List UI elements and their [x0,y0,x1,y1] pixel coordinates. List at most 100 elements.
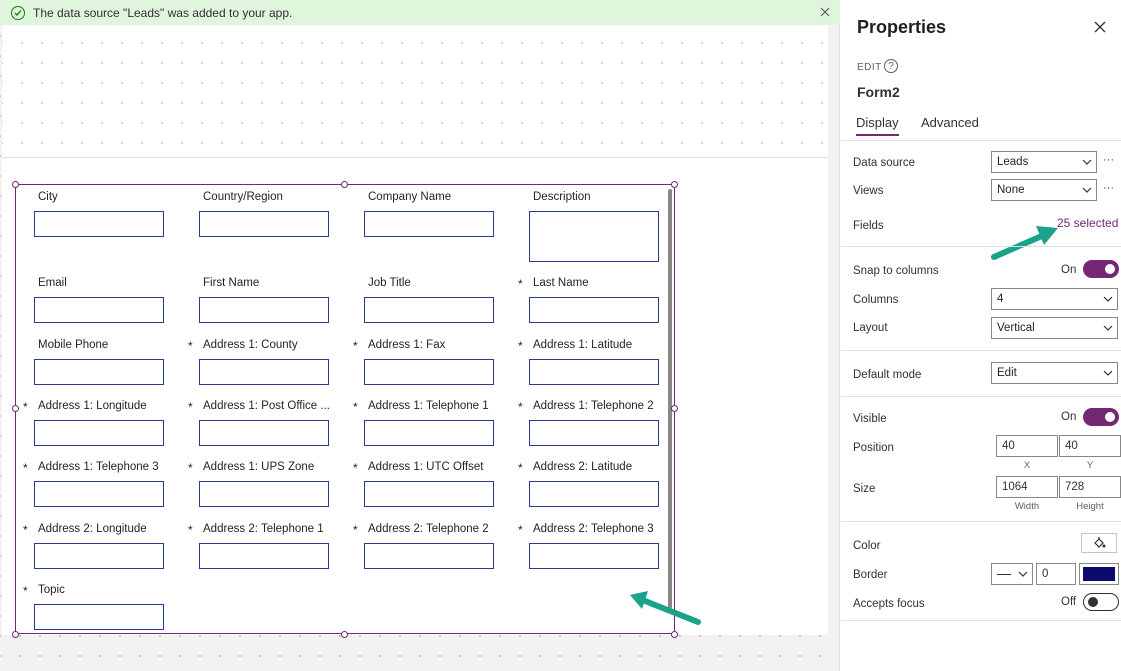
data-source-value: Leads [997,156,1029,168]
resize-handle-bottom-left[interactable] [12,631,19,638]
border-style-dropdown[interactable] [991,563,1033,585]
views-label: Views [853,185,884,197]
required-marker: * [23,461,28,475]
divider [841,521,1121,522]
visible-label: Visible [853,413,887,425]
default-mode-dropdown[interactable]: Edit [991,362,1118,384]
form-field-input[interactable] [34,359,164,385]
default-mode-value: Edit [997,367,1017,379]
position-x-input[interactable]: 40 [996,435,1058,457]
form-field-input[interactable] [529,481,659,507]
canvas-area[interactable]: The data source "Leads" was added to you… [0,0,840,671]
views-more-icon[interactable]: ··· [1103,182,1114,194]
resize-handle-top-mid[interactable] [341,181,348,188]
border-color-button[interactable] [1079,563,1119,585]
form-field-label: Address 1: UTC Offset [368,461,484,473]
resize-handle-top-left[interactable] [12,181,19,188]
required-marker: * [23,523,28,537]
mode-label: EDIT [857,62,882,73]
form-field-input[interactable] [529,359,659,385]
form-field-input[interactable] [199,359,329,385]
tab-advanced[interactable]: Advanced [921,115,979,130]
layout-value: Vertical [997,322,1035,334]
close-properties-icon[interactable] [1091,18,1109,36]
size-width-input[interactable]: 1064 [996,476,1058,498]
columns-dropdown[interactable]: 4 [991,288,1118,310]
border-style-line-icon [997,573,1011,575]
form-field-label: Email [38,277,67,289]
form-field-input[interactable] [199,297,329,323]
border-label: Border [853,569,888,581]
position-y-caption: Y [1086,460,1094,471]
data-source-label: Data source [853,157,916,169]
form-field-label: Address 1: Post Office ... [203,400,330,412]
views-dropdown[interactable]: None [991,179,1097,201]
chevron-down-icon [1103,370,1113,376]
position-y-input[interactable]: 40 [1059,435,1121,457]
position-x-caption: X [1023,460,1031,471]
form-field-input[interactable] [199,543,329,569]
divider [841,620,1121,621]
resize-handle-top-right[interactable] [671,181,678,188]
resize-handle-mid-right[interactable] [671,405,678,412]
notification-bar: The data source "Leads" was added to you… [0,0,840,25]
border-width-input[interactable]: 0 [1036,563,1076,585]
form-field-input[interactable] [34,604,164,630]
tab-display[interactable]: Display [856,115,899,136]
properties-title: Properties [857,17,947,37]
form-scrollbar[interactable] [668,189,672,609]
accepts-focus-state: Off [1061,596,1077,608]
form-field-input[interactable] [364,543,494,569]
size-label: Size [853,483,876,495]
required-marker: * [518,523,523,537]
form-field-input[interactable] [34,297,164,323]
form-field-input[interactable] [364,420,494,446]
data-source-dropdown[interactable]: Leads [991,151,1097,173]
layout-dropdown[interactable]: Vertical [991,317,1118,339]
close-notification-icon[interactable] [816,3,834,21]
form-field-input[interactable] [529,420,659,446]
help-icon[interactable]: ? [884,59,898,73]
form-field-input[interactable] [529,543,659,569]
form-field-input[interactable] [34,543,164,569]
form-field-input[interactable] [364,297,494,323]
divider [841,246,1121,247]
resize-handle-bottom-mid[interactable] [341,631,348,638]
form-field-input[interactable] [364,359,494,385]
color-picker-button[interactable] [1081,533,1117,553]
form-field-input[interactable] [34,211,164,237]
annotation-arrow-canvas [630,591,701,625]
required-marker: * [188,339,193,353]
form-field-label: Last Name [533,277,589,289]
chevron-down-icon [1018,571,1028,577]
accepts-focus-toggle[interactable] [1083,593,1119,611]
snap-to-columns-toggle[interactable] [1083,260,1119,278]
form-field-input[interactable] [199,420,329,446]
layout-label: Layout [853,322,888,334]
data-source-more-icon[interactable]: ··· [1103,154,1114,166]
form-field-label: Description [533,191,591,203]
form-field-input[interactable] [34,420,164,446]
form-field-label: Address 2: Telephone 2 [368,523,489,535]
resize-handle-mid-left[interactable] [12,405,19,412]
form-field-input[interactable] [199,481,329,507]
visible-toggle[interactable] [1083,408,1119,426]
form-field-input[interactable] [34,481,164,507]
form-field-label: Address 2: Latitude [533,461,633,473]
form-field-input[interactable] [199,211,329,237]
form-field-input[interactable] [529,297,659,323]
divider [841,396,1121,397]
form-field-label: Address 1: Telephone 1 [368,400,489,412]
resize-handle-bottom-right[interactable] [671,631,678,638]
required-marker: * [518,277,523,291]
fields-selected-link[interactable]: 25 selected [1057,216,1119,230]
form-field-input[interactable] [364,481,494,507]
form-field-label: Address 1: Telephone 3 [38,461,159,473]
size-height-input[interactable]: 728 [1059,476,1121,498]
form-field-input[interactable] [364,211,494,237]
form-field-label: Address 2: Telephone 3 [533,523,654,535]
size-width-caption: Width [1014,501,1040,512]
form-field-input[interactable] [529,211,659,262]
form-field-label: Topic [38,584,65,596]
